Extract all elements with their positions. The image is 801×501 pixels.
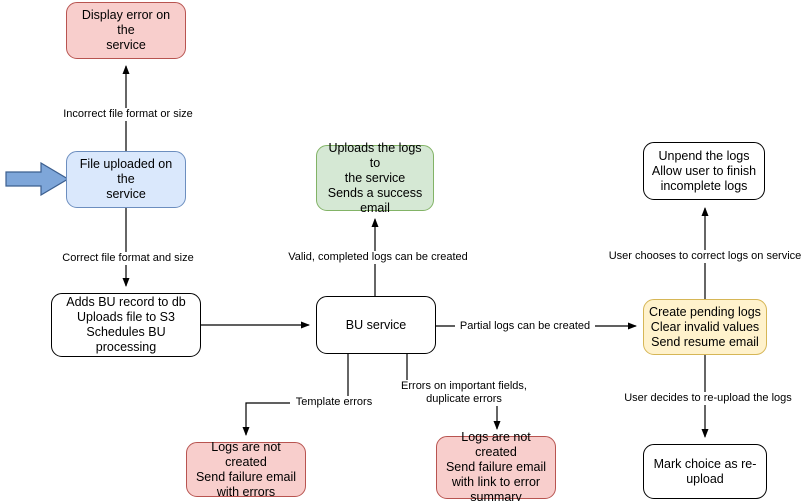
node-uploads-logs[interactable]: Uploads the logs to the service Sends a … xyxy=(316,141,434,215)
node-bu-service[interactable]: BU service xyxy=(316,296,436,354)
node-unpend-logs[interactable]: Unpend the logs Allow user to finish inc… xyxy=(643,142,765,200)
entry-arrow-icon xyxy=(5,162,69,196)
edge-label-incorrect-format: Incorrect file format or size xyxy=(58,108,198,121)
edge-label-template-errors: Template errors xyxy=(290,396,378,409)
edge-label-correct-format: Correct file format and size xyxy=(58,252,198,265)
edge-bu-service-to-logs-not-created-1 xyxy=(242,354,349,436)
edge-label-important-errors: Errors on important fields, duplicate er… xyxy=(395,380,533,406)
node-logs-not-created-2[interactable]: Logs are not created Send failure email … xyxy=(436,430,556,501)
node-mark-reupload[interactable]: Mark choice as re- upload xyxy=(643,444,767,499)
edge-label-user-corrects: User chooses to correct logs on service xyxy=(605,250,801,263)
node-logs-not-created-1[interactable]: Logs are not created Send failure email … xyxy=(186,440,306,499)
node-display-error[interactable]: Display error on the service xyxy=(66,2,186,59)
edge-label-valid-logs: Valid, completed logs can be created xyxy=(283,251,473,264)
edge-label-user-reuploads: User decides to re-upload the logs xyxy=(614,392,801,405)
edge-label-partial-logs: Partial logs can be created xyxy=(455,320,595,333)
node-file-uploaded[interactable]: File uploaded on the service xyxy=(66,151,186,208)
node-adds-bu-record[interactable]: Adds BU record to db Uploads file to S3 … xyxy=(51,293,201,357)
node-create-pending[interactable]: Create pending logs Clear invalid values… xyxy=(643,299,767,355)
